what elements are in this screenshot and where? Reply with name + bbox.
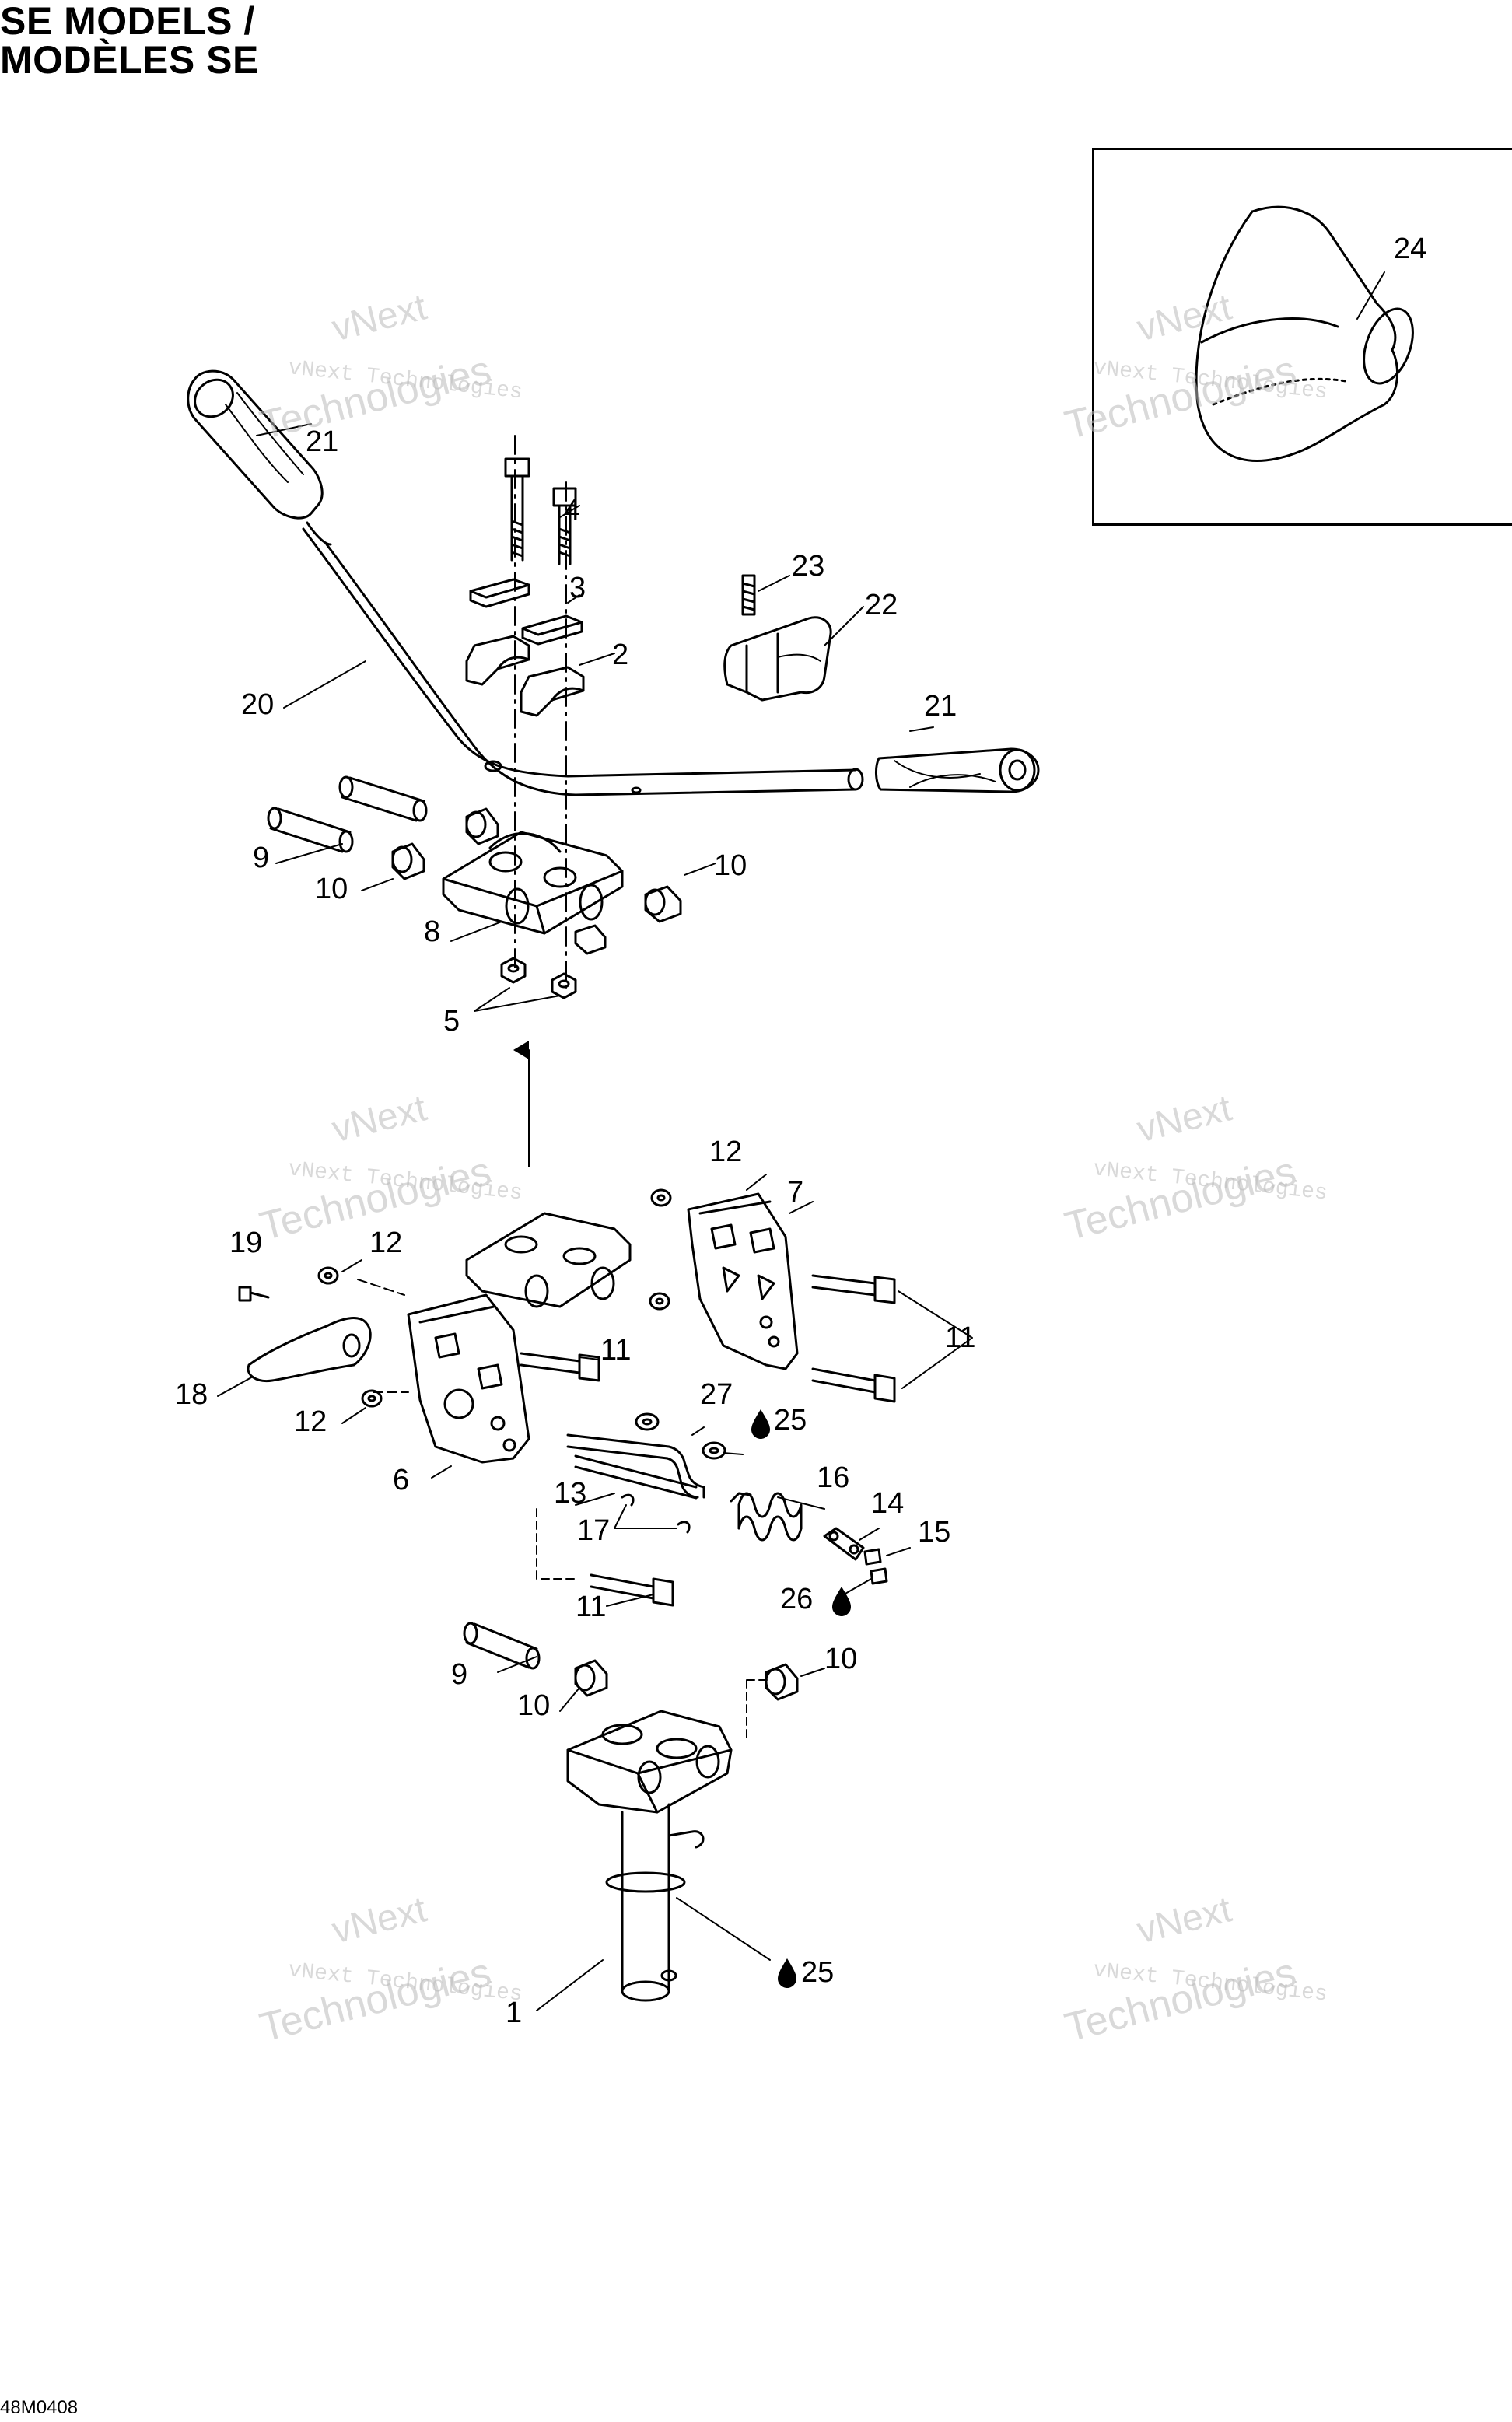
- watermark-text: vNext: [328, 286, 431, 349]
- callout-labels: 21 4 3 2 20 23 22 21 24 9 10 10 8 5 12 7…: [175, 233, 1426, 2029]
- callout-5: 5: [443, 1005, 460, 1038]
- callout-10-lower-right: 10: [824, 1643, 857, 1675]
- oil-drop-icon: [832, 1587, 851, 1616]
- callout-14: 14: [871, 1487, 904, 1520]
- part-4-bolts: [504, 457, 577, 565]
- callout-15: 15: [918, 1516, 950, 1549]
- bracket-reference-view: [465, 1212, 632, 1308]
- part-6-steering-plate: [407, 1293, 530, 1464]
- page-title-line-2: MODÈLES SE: [0, 38, 259, 82]
- callout-24: 24: [1394, 233, 1426, 265]
- part-9-tube-lower: [463, 1622, 541, 1670]
- part-9-tubes-upper: [267, 775, 428, 853]
- callout-17: 17: [577, 1514, 610, 1547]
- part-10-bushings-upper: [391, 807, 682, 955]
- part-27-washers: [635, 1412, 726, 1460]
- callout-11-mid: 11: [600, 1334, 631, 1367]
- callout-12-low: 12: [294, 1405, 327, 1438]
- callout-8: 8: [424, 915, 440, 948]
- oil-drop-icon: [751, 1409, 770, 1439]
- part-20-handlebar: [302, 521, 864, 796]
- oil-drop-icon: [778, 1958, 796, 1988]
- part-3-plates: [469, 578, 583, 646]
- drawing-code: 48M0408: [0, 2397, 79, 2418]
- callout-10-left: 10: [315, 873, 348, 905]
- callout-12-top: 12: [709, 1136, 742, 1168]
- part-12-washers: [317, 1188, 672, 1408]
- callout-10-lower-left: 10: [517, 1689, 550, 1722]
- callout-23: 23: [792, 550, 824, 583]
- callout-13: 13: [554, 1477, 586, 1510]
- callout-22: 22: [865, 589, 898, 621]
- callout-21-right: 21: [924, 690, 957, 723]
- watermark-text: vNext: [1133, 1888, 1236, 1951]
- callout-1: 1: [506, 1997, 522, 2029]
- part-1-steering-column: [566, 1710, 733, 2002]
- callout-26: 26: [780, 1583, 813, 1615]
- callout-6: 6: [393, 1464, 409, 1496]
- callout-25-mid: 25: [774, 1404, 807, 1437]
- watermark-text: vNext: [1133, 1087, 1236, 1150]
- watermark-text: vNext: [328, 1888, 431, 1951]
- part-5-nuts: [500, 957, 577, 999]
- callout-10-right: 10: [714, 849, 747, 882]
- part-23-screw: [741, 574, 756, 616]
- callout-21-left: 21: [306, 425, 338, 458]
- part-19-screw: [238, 1286, 270, 1302]
- watermark-text: vNext: [328, 1087, 431, 1150]
- callout-27: 27: [700, 1378, 733, 1411]
- callout-25-lower: 25: [801, 1956, 834, 1989]
- page-title-line-1: SE MODELS /: [0, 0, 255, 43]
- callout-leader-lines: [217, 271, 1385, 2011]
- callout-16: 16: [817, 1461, 849, 1494]
- part-8-handlebar-bracket: [442, 831, 624, 935]
- callout-12-mid: 12: [369, 1227, 402, 1259]
- callout-18: 18: [175, 1378, 208, 1411]
- part-18-brake-lever: [247, 1317, 372, 1383]
- part-7-steering-plate: [687, 1192, 799, 1370]
- callout-9-upper: 9: [253, 842, 269, 874]
- callout-19: 19: [229, 1227, 262, 1259]
- callout-3: 3: [569, 572, 586, 604]
- watermark-text: vNext: [1133, 286, 1236, 349]
- callout-9-lower: 9: [451, 1658, 467, 1691]
- part-21-left-grip: [187, 369, 324, 520]
- part-21-right-grip: [875, 747, 1040, 793]
- part-11-bolts: [520, 1274, 896, 1607]
- callout-11-right: 11: [945, 1321, 975, 1354]
- callout-2: 2: [612, 639, 628, 671]
- callout-20: 20: [241, 688, 274, 721]
- callout-4: 4: [564, 494, 580, 527]
- part-24-handlebar-cover: [1195, 205, 1414, 462]
- part-16-spring: [730, 1492, 803, 1542]
- callout-7: 7: [787, 1176, 803, 1209]
- detail-inset-box: [1092, 148, 1512, 526]
- part-14-link: [823, 1527, 865, 1561]
- part-17-clips: [621, 1493, 691, 1534]
- part-13-rod: [566, 1433, 705, 1500]
- part-15-screws: [863, 1548, 888, 1585]
- callout-11-low: 11: [576, 1591, 606, 1623]
- part-10-bushings-lower: [574, 1659, 799, 1701]
- part-22-throttle-cover: [723, 616, 832, 702]
